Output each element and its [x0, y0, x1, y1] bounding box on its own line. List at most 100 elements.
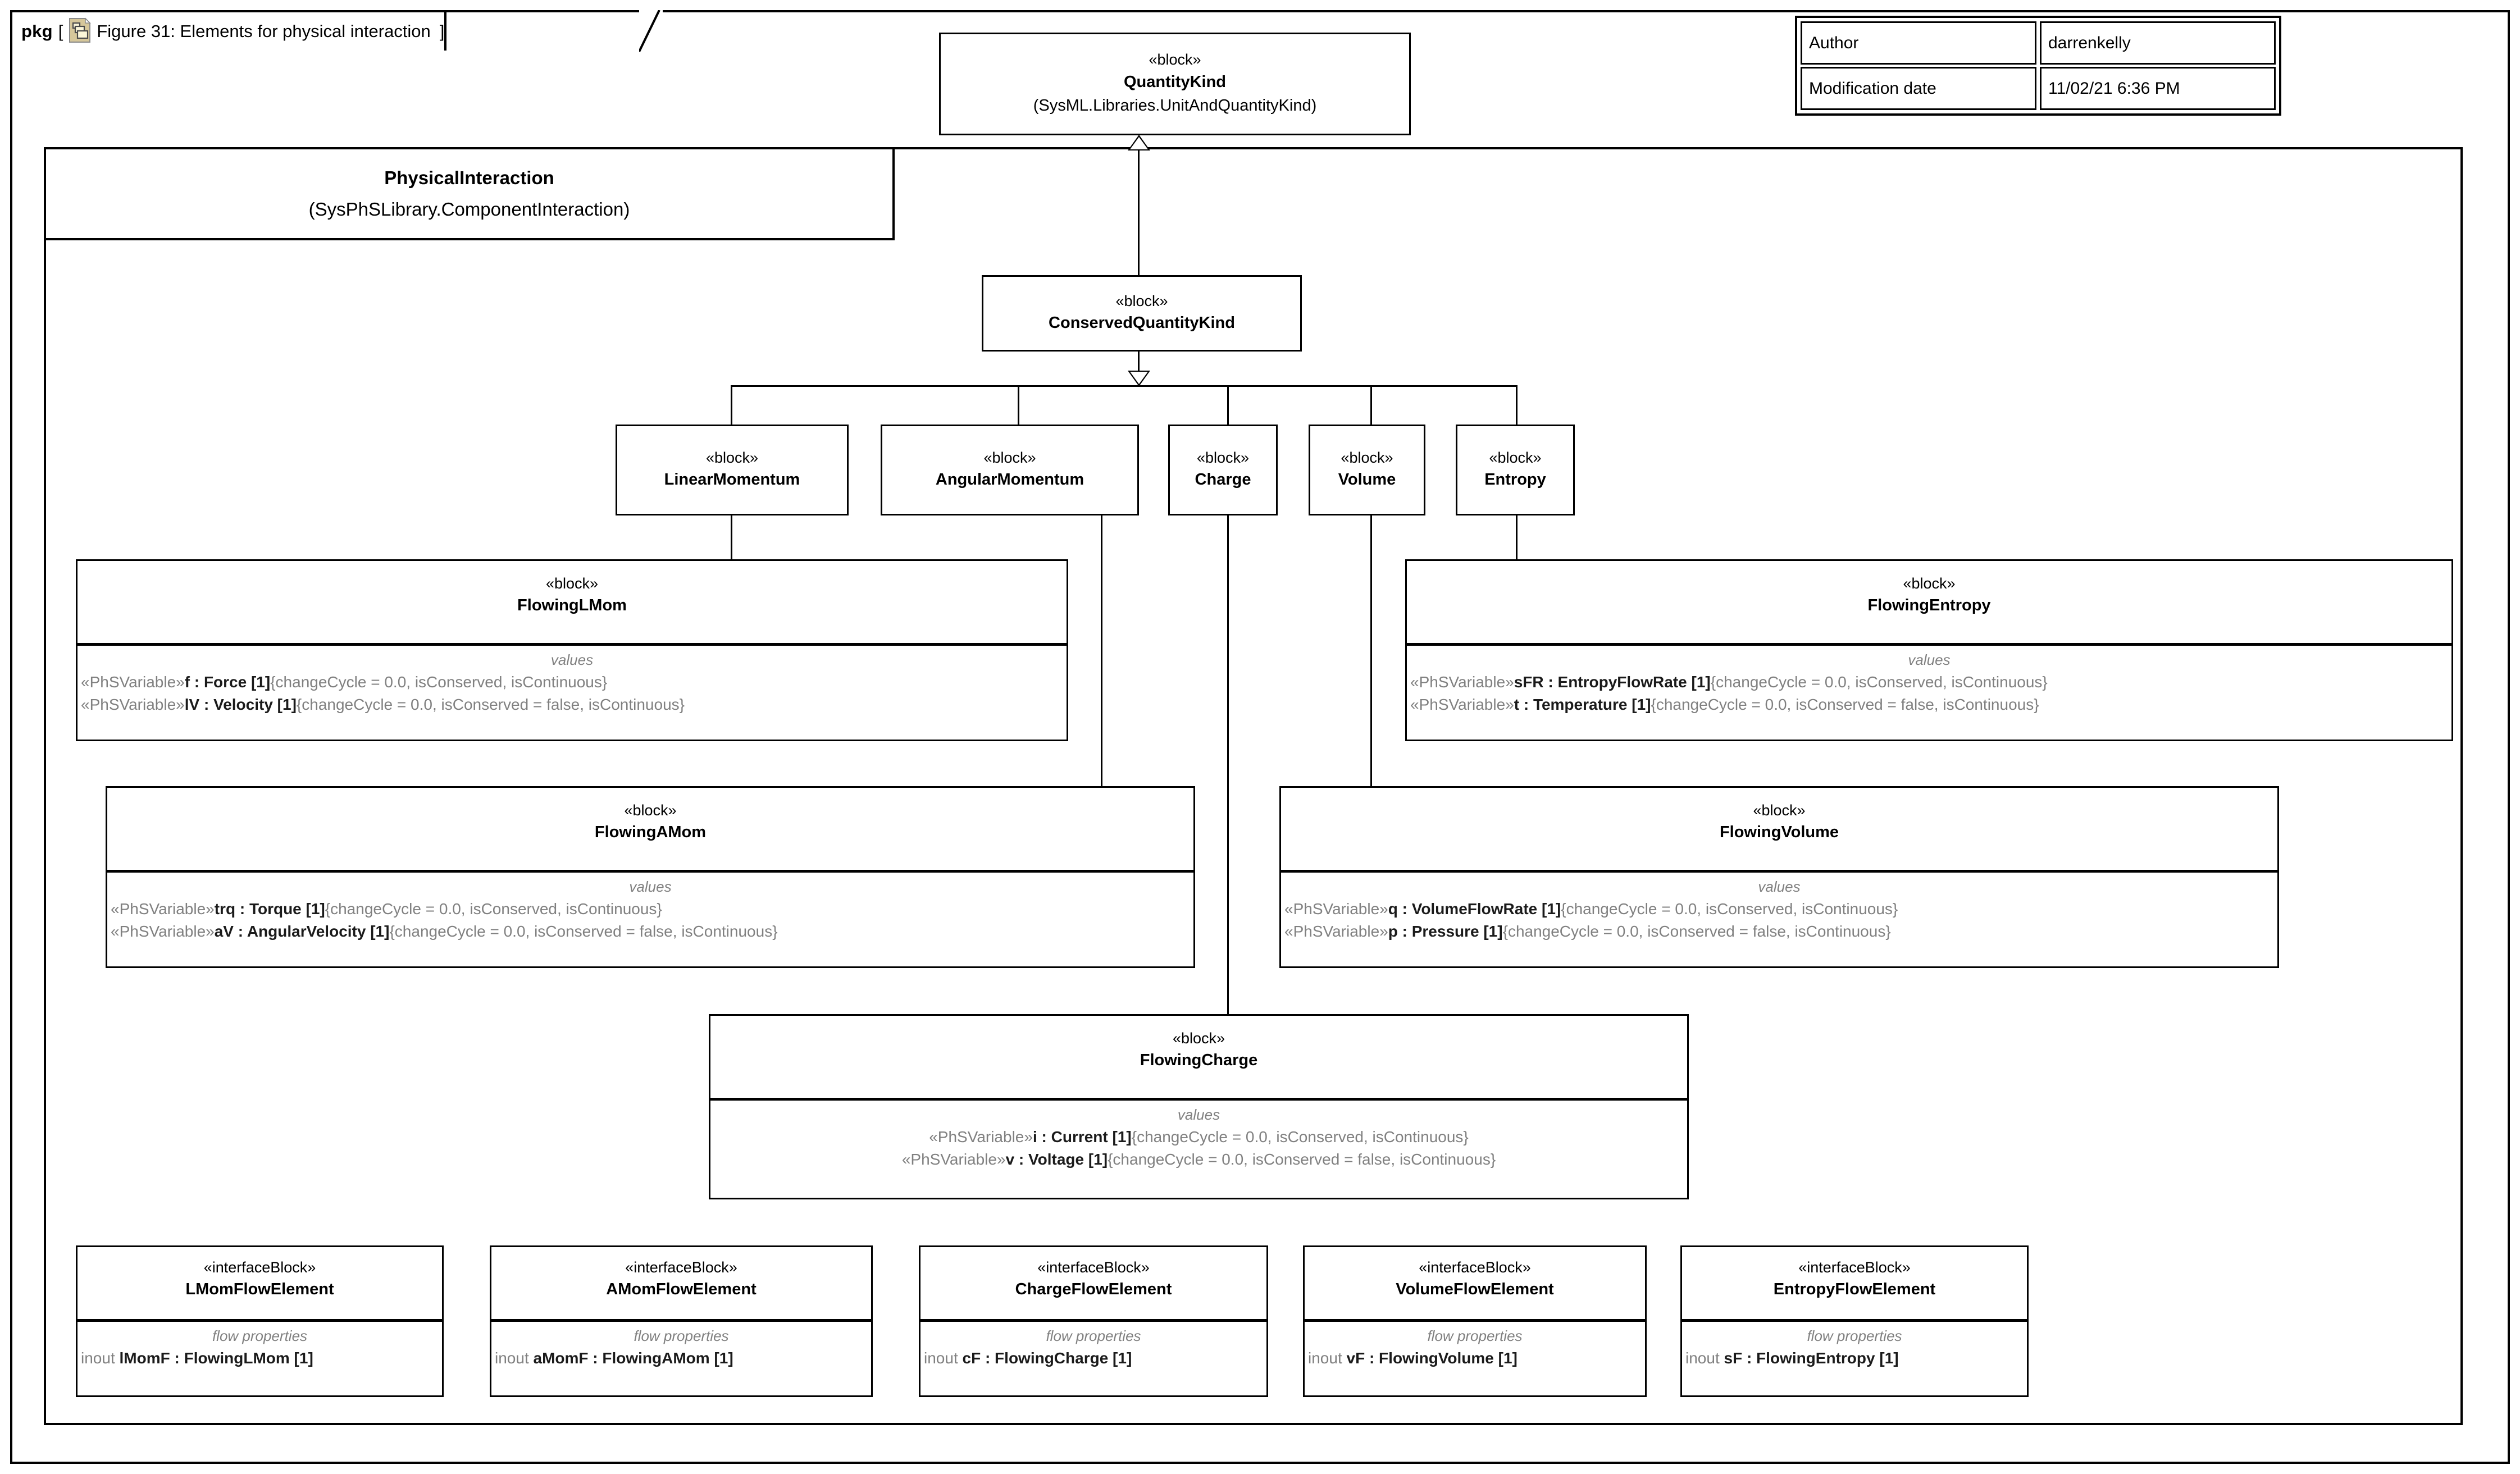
property-decl: q : VolumeFlowRate [1] — [1388, 900, 1561, 918]
compartment-title: flow properties — [1807, 1327, 1902, 1345]
property-stereotype: «PhSVariable» — [81, 696, 185, 714]
generalization-line — [1138, 150, 1140, 275]
block-name: FlowingLMom — [517, 596, 627, 615]
property-decl: f : Force [1] — [184, 673, 271, 691]
flow-property: inout aMomF : FlowingAMom [1] — [495, 1347, 868, 1370]
compartment-title: flow properties — [634, 1327, 729, 1345]
generalization-line — [1516, 515, 1518, 560]
block-charge[interactable]: «block» Charge — [1168, 425, 1278, 515]
value-property: «PhSVariable»q : VolumeFlowRate [1]{chan… — [1284, 898, 2274, 920]
property-stereotype: «PhSVariable» — [111, 900, 215, 918]
compartment-title: flow properties — [1427, 1327, 1523, 1345]
property-constraint: {changeCycle = 0.0, isConserved, isConti… — [1131, 1128, 1469, 1146]
interfaceblock-lmomflowelement[interactable]: «interfaceBlock» LMomFlowElement flow pr… — [76, 1245, 444, 1397]
interfaceblock-chargeflowelement[interactable]: «interfaceBlock» ChargeFlowElement flow … — [919, 1245, 1268, 1397]
block-flowingamom[interactable]: «block» FlowingAMom values «PhSVariable»… — [106, 786, 1195, 968]
block-stereotype: «block» — [1115, 292, 1168, 309]
block-name: VolumeFlowElement — [1396, 1280, 1554, 1299]
generalization-line — [1227, 515, 1229, 1014]
block-name: ChargeFlowElement — [1015, 1280, 1172, 1299]
value-property: «PhSVariable»f : Force [1]{changeCycle =… — [81, 671, 1063, 693]
block-entropy[interactable]: «block» Entropy — [1456, 425, 1575, 515]
block-quantitykind[interactable]: «block» QuantityKind (SysML.Libraries.Un… — [939, 33, 1411, 135]
property-constraint: {changeCycle = 0.0, isConserved = false,… — [296, 696, 685, 714]
property-stereotype: «PhSVariable» — [1410, 673, 1514, 691]
block-name: Entropy — [1484, 471, 1546, 489]
property-decl: vF : FlowingVolume [1] — [1346, 1349, 1518, 1367]
property-decl: i : Current [1] — [1032, 1128, 1132, 1146]
property-decl: sF : FlowingEntropy [1] — [1724, 1349, 1899, 1367]
interfaceblock-amomflowelement[interactable]: «interfaceBlock» AMomFlowElement flow pr… — [490, 1245, 873, 1397]
block-stereotype: «block» — [1172, 1030, 1225, 1047]
property-constraint: {changeCycle = 0.0, isConserved = false,… — [1651, 696, 2039, 714]
block-name: Charge — [1195, 471, 1251, 489]
property-decl: lV : Velocity [1] — [184, 696, 297, 714]
value-property: «PhSVariable»p : Pressure [1]{changeCycl… — [1284, 920, 2274, 943]
generalization-bus — [731, 385, 1517, 387]
meta-key-author: Author — [1801, 21, 2036, 65]
property-decl: aV : AngularVelocity [1] — [214, 923, 390, 941]
property-constraint: {changeCycle = 0.0, isConserved, isConti… — [270, 673, 608, 691]
generalization-drop — [1018, 385, 1019, 425]
value-property: «PhSVariable»v : Voltage [1]{changeCycle… — [714, 1148, 1684, 1171]
physicalinteraction-name: PhysicalInteraction — [384, 167, 554, 188]
property-stereotype: «PhSVariable» — [1284, 900, 1388, 918]
generalization-line — [731, 515, 732, 560]
property-stereotype: «PhSVariable» — [111, 923, 215, 941]
block-flowingcharge[interactable]: «block» FlowingCharge values «PhSVariabl… — [709, 1014, 1689, 1199]
interfaceblock-volumeflowelement[interactable]: «interfaceBlock» VolumeFlowElement flow … — [1303, 1245, 1647, 1397]
property-stereotype: «PhSVariable» — [901, 1151, 1006, 1169]
block-name: ConservedQuantityKind — [1049, 314, 1235, 332]
value-property: «PhSVariable»t : Temperature [1]{changeC… — [1410, 693, 2448, 716]
block-stereotype: «interfaceBlock» — [203, 1259, 316, 1276]
compartment-title: values — [1908, 651, 1951, 669]
meta-value-author: darrenkelly — [2040, 21, 2276, 65]
block-flowingentropy[interactable]: «block» FlowingEntropy values «PhSVariab… — [1405, 559, 2453, 741]
property-stereotype: «PhSVariable» — [81, 673, 185, 691]
block-linearmomentum[interactable]: «block» LinearMomentum — [616, 425, 849, 515]
value-property: «PhSVariable»sFR : EntropyFlowRate [1]{c… — [1410, 671, 2448, 693]
compartment-title: flow properties — [212, 1327, 308, 1345]
property-stereotype: «PhSVariable» — [1410, 696, 1514, 714]
block-flowinglmom[interactable]: «block» FlowingLMom values «PhSVariable»… — [76, 559, 1068, 741]
meta-key-modification-date: Modification date — [1801, 67, 2036, 110]
flow-direction: inout — [81, 1349, 115, 1367]
flow-property: inout sF : FlowingEntropy [1] — [1685, 1347, 2024, 1370]
diagram-metadata-table: Author darrenkelly Modification date 11/… — [1795, 16, 2281, 116]
compartment-title: values — [550, 651, 594, 669]
block-stereotype: «block» — [1196, 449, 1250, 466]
block-stereotype: «block» — [983, 449, 1036, 466]
interfaceblock-entropyflowelement[interactable]: «interfaceBlock» EntropyFlowElement flow… — [1680, 1245, 2029, 1397]
block-name: QuantityKind — [1123, 72, 1227, 91]
block-flowingvolume[interactable]: «block» FlowingVolume values «PhSVariabl… — [1279, 786, 2279, 968]
generalization-drop — [731, 385, 732, 425]
value-property: «PhSVariable»trq : Torque [1]{changeCycl… — [111, 898, 1190, 920]
generalization-line — [1370, 515, 1372, 786]
block-stereotype: «block» — [545, 575, 599, 592]
table-row: Author darrenkelly — [1801, 21, 2276, 65]
flow-direction: inout — [1685, 1349, 1720, 1367]
block-angularmomentum[interactable]: «block» AngularMomentum — [881, 425, 1139, 515]
property-constraint: {changeCycle = 0.0, isConserved = false,… — [389, 923, 778, 941]
compartment-title: values — [629, 878, 672, 896]
compartment-title: flow properties — [1046, 1327, 1141, 1345]
block-conservedquantitykind[interactable]: «block» ConservedQuantityKind — [982, 275, 1302, 352]
block-volume[interactable]: «block» Volume — [1309, 425, 1425, 515]
block-name: Volume — [1338, 471, 1396, 489]
generalization-drop — [1370, 385, 1372, 425]
bracket-open: [ — [58, 21, 63, 41]
compartment-title: values — [1758, 878, 1801, 896]
table-row: Modification date 11/02/21 6:36 PM — [1801, 67, 2276, 110]
block-stereotype: «block» — [705, 449, 759, 466]
value-property: «PhSVariable»aV : AngularVelocity [1]{ch… — [111, 920, 1190, 943]
property-decl: trq : Torque [1] — [214, 900, 325, 918]
block-stereotype: «interfaceBlock» — [1419, 1259, 1531, 1276]
property-decl: sFR : EntropyFlowRate [1] — [1514, 673, 1711, 691]
package-keyword: pkg — [21, 21, 53, 41]
property-decl: t : Temperature [1] — [1514, 696, 1651, 714]
value-property: «PhSVariable»i : Current [1]{changeCycle… — [714, 1126, 1684, 1148]
block-stereotype: «block» — [1753, 802, 1806, 819]
compartment-title: values — [1177, 1106, 1220, 1124]
property-constraint: {changeCycle = 0.0, isConserved, isConti… — [1561, 900, 1898, 918]
package-tab-corner — [639, 10, 663, 53]
